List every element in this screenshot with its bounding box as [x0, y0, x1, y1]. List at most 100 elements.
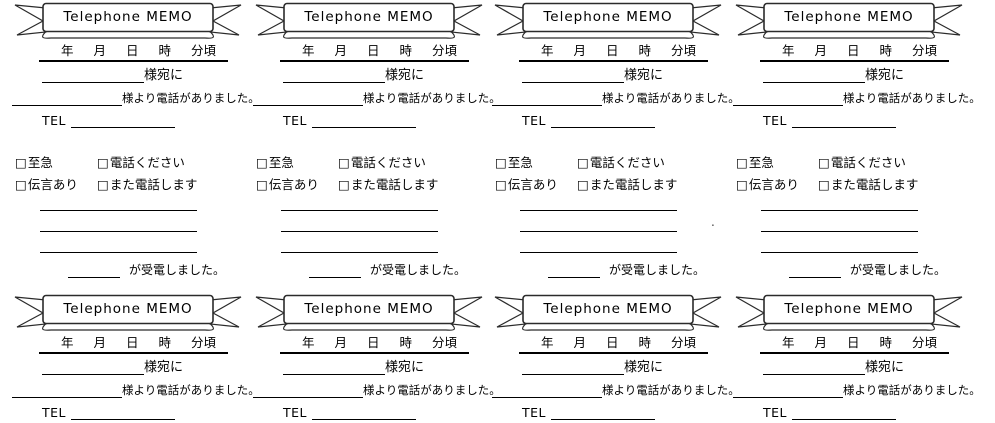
checkbox-please-call-label: 電話ください [109, 155, 185, 170]
checkbox-icon: □ [338, 155, 350, 170]
tel-fill-line [71, 112, 175, 128]
addressee-fill-line [42, 358, 144, 375]
date-field-minute: 分頃 [431, 43, 457, 58]
checkbox-please-call: □電話ください [97, 152, 185, 171]
caller-label: 様より電話がありました。 [363, 383, 501, 397]
ribbon-banner: Telephone MEMO [12, 294, 244, 334]
checkbox-call-again: □また電話します [338, 174, 438, 193]
date-field-month: 月 [573, 43, 586, 58]
receiver-label: が受電しました。 [850, 263, 947, 277]
addressee-row: 様宛に [522, 65, 663, 83]
addressee-fill-line [763, 66, 865, 83]
addressee-label: 様宛に [144, 360, 184, 375]
date-field-hour: 時 [638, 335, 651, 350]
checkbox-row-1: □至急 □電話ください [736, 152, 906, 171]
caller-label: 様より電話がありました。 [602, 91, 740, 105]
memo-note-line [520, 231, 677, 232]
ribbon-plate [522, 294, 694, 325]
banner-title: Telephone MEMO [784, 9, 914, 25]
tel-row: TEL [763, 110, 896, 128]
memo-note-line [40, 231, 197, 232]
addressee-label: 様宛に [385, 68, 425, 83]
ribbon-banner: Telephone MEMO [12, 2, 244, 42]
tel-fill-line [551, 404, 655, 420]
memo-note-line [40, 210, 197, 211]
tel-fill-line [71, 404, 175, 420]
checkbox-icon: □ [818, 155, 830, 170]
checkbox-icon: □ [97, 177, 109, 192]
checkbox-call-again: □また電話します [97, 174, 197, 193]
caller-label: 様より電話がありました。 [843, 91, 981, 105]
tel-label: TEL [522, 405, 546, 420]
caller-fill-line [12, 379, 122, 398]
checkbox-call-again-label: また電話します [589, 177, 678, 192]
checkbox-message-left: □伝言あり [495, 174, 577, 193]
date-field-year: 年 [302, 335, 315, 350]
checkbox-please-call: □電話ください [577, 152, 665, 171]
checkbox-message-left: □伝言あり [736, 174, 818, 193]
date-field-year: 年 [302, 43, 315, 58]
checkbox-row-1: □至急 □電話ください [495, 152, 665, 171]
checkbox-icon: □ [577, 177, 589, 192]
banner-title: Telephone MEMO [543, 9, 673, 25]
caller-fill-line [492, 87, 602, 106]
checkbox-icon: □ [15, 155, 27, 170]
banner-title: Telephone MEMO [304, 301, 434, 317]
caller-fill-line [12, 87, 122, 106]
date-field-day: 日 [366, 43, 380, 58]
caller-label: 様より電話がありました。 [122, 91, 260, 105]
tel-row: TEL [283, 110, 416, 128]
addressee-fill-line [522, 358, 624, 375]
checkbox-icon: □ [495, 155, 507, 170]
telephone-memo-block: Telephone MEMO 年 月 日 時 分頃 様宛に 様より電話がありまし… [241, 2, 501, 294]
banner-title: Telephone MEMO [784, 301, 914, 317]
checkbox-urgent: □至急 [495, 152, 577, 171]
checkbox-message-left-label: 伝言あり [507, 177, 558, 192]
date-line: 年 月 日 時 分頃 [760, 335, 949, 354]
caller-fill-line [733, 379, 843, 398]
date-line: 年 月 日 時 分頃 [519, 43, 708, 62]
memo-note-line [281, 210, 438, 211]
ribbon-shadow [763, 322, 935, 331]
checkbox-icon: □ [97, 155, 109, 170]
caller-row: 様より電話がありました。 [253, 86, 501, 106]
receiver-fill-line [309, 261, 361, 278]
date-field-month: 月 [334, 43, 347, 58]
ribbon-banner: Telephone MEMO [492, 2, 724, 42]
ribbon-plate [283, 294, 455, 325]
tel-label: TEL [763, 113, 787, 128]
ribbon-graphic [255, 2, 483, 39]
ribbon-banner: Telephone MEMO [733, 294, 965, 334]
caller-fill-line [253, 87, 363, 106]
addressee-row: 様宛に [763, 65, 904, 83]
checkbox-urgent-label: 至急 [268, 155, 294, 170]
checkbox-icon: □ [818, 177, 830, 192]
ribbon-tail-left-icon [494, 4, 527, 36]
addressee-label: 様宛に [624, 68, 664, 83]
date-field-minute: 分頃 [190, 43, 216, 58]
checkbox-icon: □ [338, 177, 350, 192]
date-field-minute: 分頃 [190, 335, 216, 350]
checkbox-please-call-label: 電話ください [589, 155, 665, 170]
date-field-month: 月 [93, 335, 106, 350]
addressee-row: 様宛に [283, 357, 424, 375]
ribbon-tail-left-icon [14, 4, 47, 36]
ribbon-tail-left-icon [255, 4, 288, 36]
tel-row: TEL [283, 402, 416, 420]
receiver-label: が受電しました。 [609, 263, 706, 277]
memo-note-line [761, 231, 918, 232]
banner-title: Telephone MEMO [63, 9, 193, 25]
date-field-day: 日 [125, 43, 139, 58]
addressee-label: 様宛に [385, 360, 425, 375]
caller-row: 様より電話がありました。 [12, 378, 260, 398]
checkbox-urgent: □至急 [15, 152, 97, 171]
ribbon-tail-left-icon [735, 296, 768, 328]
addressee-label: 様宛に [865, 360, 905, 375]
ribbon-banner: Telephone MEMO [253, 294, 485, 334]
caller-fill-line [733, 87, 843, 106]
tel-label: TEL [283, 405, 307, 420]
receiver-fill-line [68, 261, 120, 278]
telephone-memo-block: Telephone MEMO 年 月 日 時 分頃 様宛に 様より電話がありまし… [721, 2, 981, 294]
date-field-hour: 時 [879, 335, 892, 350]
memo-note-line [40, 252, 197, 253]
